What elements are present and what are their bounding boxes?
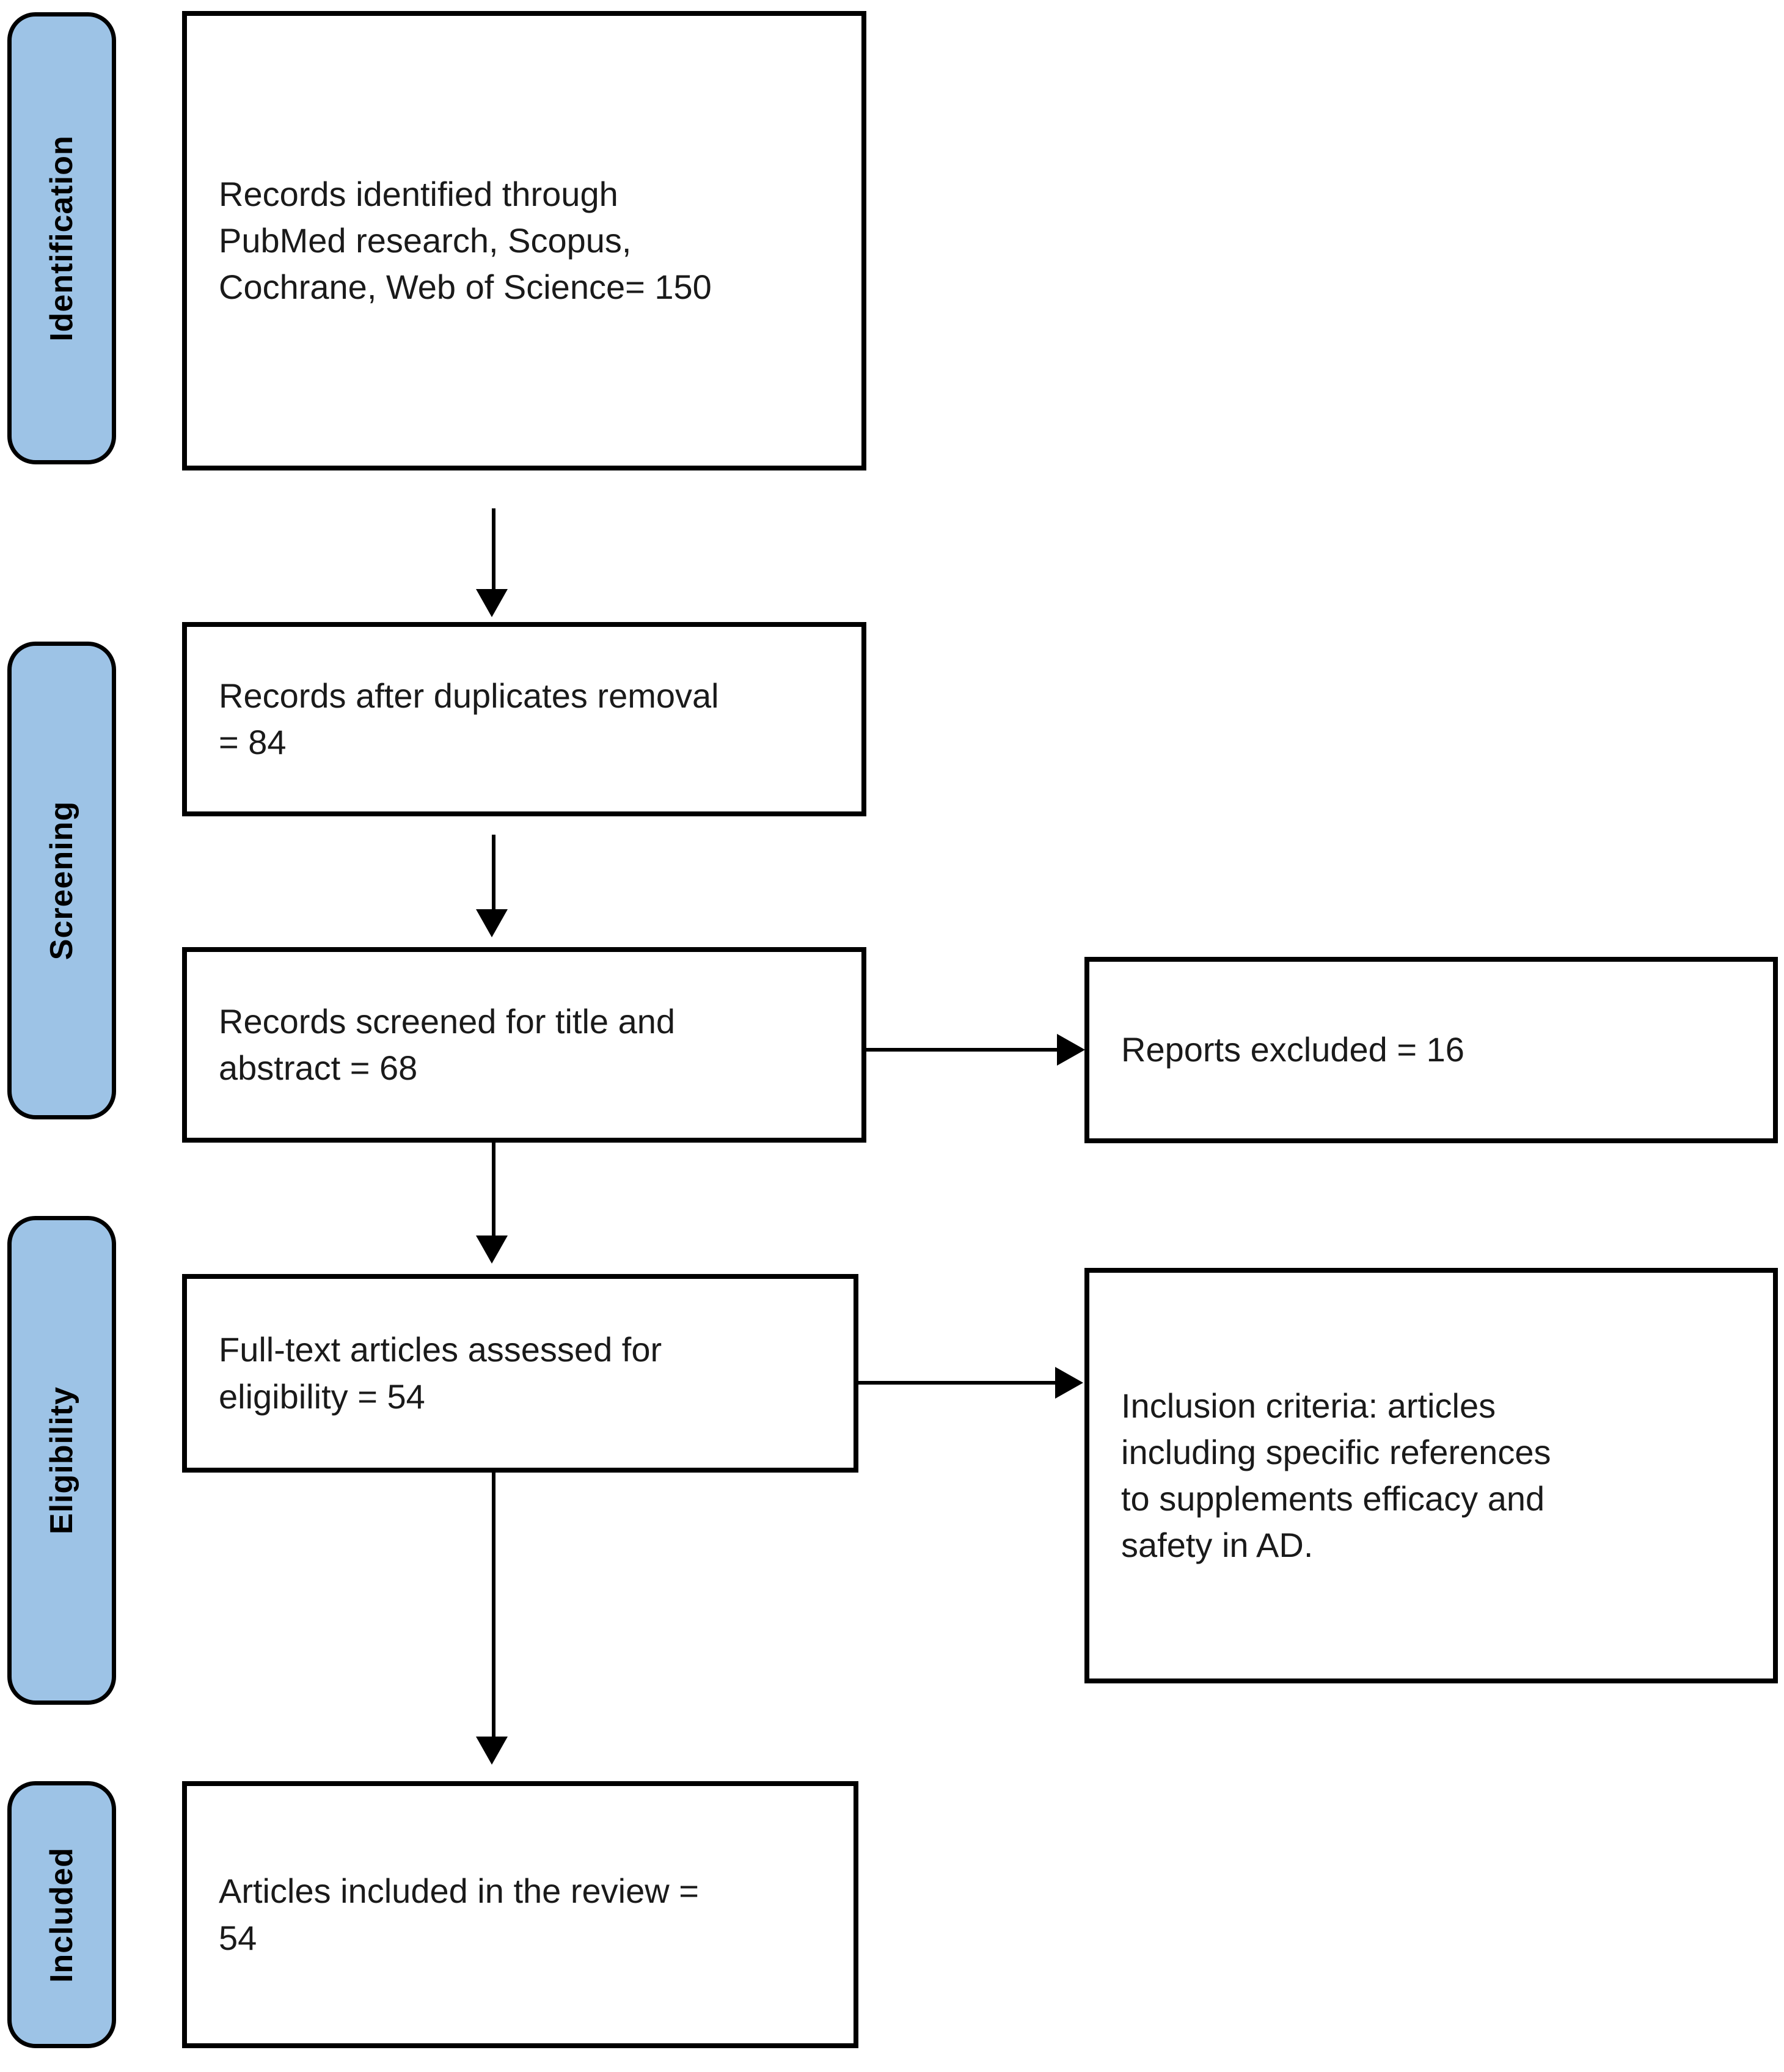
connector-line-screened-to-fulltext: [492, 1143, 495, 1240]
box-records-screened-text: Records screened for title and abstract …: [219, 1001, 676, 1087]
box-fulltext-assessed: Full-text articles assessed for eligibil…: [182, 1274, 858, 1473]
box-records-identified-text: Records identified through PubMed resear…: [219, 174, 712, 307]
connector-line-screened-to-excluded: [866, 1048, 1062, 1052]
box-articles-included-text: Articles included in the review = 54: [219, 1872, 699, 1957]
connector-line-duplicates-to-screened: [492, 835, 495, 913]
connector-arrowhead-fulltext-to-inclusion: [1055, 1367, 1083, 1399]
box-records-screened: Records screened for title and abstract …: [182, 947, 866, 1143]
box-inclusion-criteria-text: Inclusion criteria: articles including s…: [1121, 1386, 1551, 1565]
box-inclusion-criteria: Inclusion criteria: articles including s…: [1084, 1268, 1778, 1683]
stage-label-eligibility: Eligibility: [7, 1216, 116, 1705]
box-reports-excluded-text: Reports excluded = 16: [1121, 1030, 1464, 1069]
stage-label-identification: Identification: [7, 12, 116, 464]
box-records-after-duplicates-text: Records after duplicates removal = 84: [219, 676, 719, 761]
connector-line-fulltext-to-inclusion: [858, 1381, 1060, 1385]
box-records-identified: Records identified through PubMed resear…: [182, 11, 866, 470]
stage-label-eligibility-text: Eligibility: [44, 1386, 80, 1535]
connector-arrowhead-duplicates-to-screened: [476, 909, 508, 937]
stage-label-included-text: Included: [44, 1847, 80, 1983]
stage-label-screening: Screening: [7, 642, 116, 1119]
stage-label-identification-text: Identification: [44, 135, 79, 342]
connector-arrowhead-screened-to-excluded: [1057, 1034, 1085, 1066]
connector-line-identified-to-duplicates: [492, 508, 495, 594]
box-records-after-duplicates: Records after duplicates removal = 84: [182, 622, 866, 816]
stage-label-included: Included: [7, 1781, 116, 2048]
connector-arrowhead-identified-to-duplicates: [476, 589, 508, 617]
box-articles-included: Articles included in the review = 54: [182, 1781, 858, 2048]
stage-label-screening-text: Screening: [44, 800, 80, 961]
connector-arrowhead-fulltext-to-included: [476, 1737, 508, 1765]
box-fulltext-assessed-text: Full-text articles assessed for eligibil…: [219, 1330, 662, 1416]
connector-arrowhead-screened-to-fulltext: [476, 1236, 508, 1264]
connector-line-fulltext-to-included: [492, 1473, 495, 1741]
box-reports-excluded: Reports excluded = 16: [1084, 957, 1778, 1143]
